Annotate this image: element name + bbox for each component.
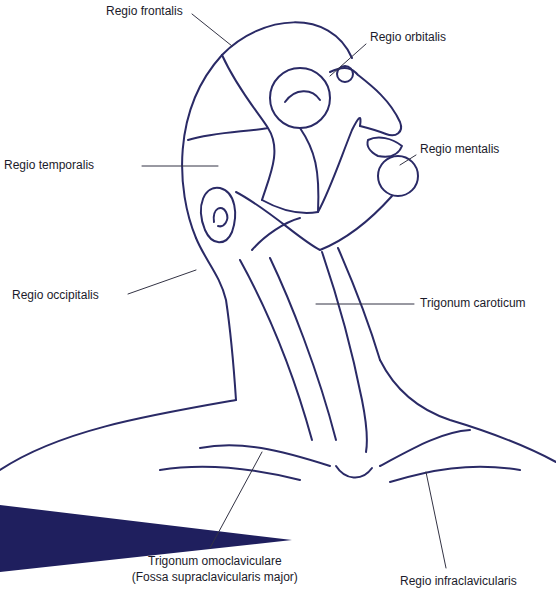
orbit-region (270, 68, 330, 128)
eye (285, 91, 320, 102)
region-label: Regio infraclavicularis (400, 574, 517, 588)
region-label: Trigonum omoclaviculare (148, 554, 282, 568)
mouth (367, 138, 402, 157)
region-label: Regio occipitalis (12, 288, 99, 302)
region-border (252, 218, 300, 250)
nose (330, 68, 401, 135)
leader-line (330, 44, 366, 76)
muscle-outline (240, 258, 336, 440)
skull-outline (182, 22, 352, 238)
region-label: Regio temporalis (4, 158, 94, 172)
leader-line (192, 14, 232, 46)
region-border (188, 55, 274, 200)
region-label: Trigonum caroticum (420, 296, 526, 310)
region-label: (Fossa supraclavicularis major) (132, 570, 298, 584)
shoulder-outline (380, 360, 556, 462)
region-label: Regio frontalis (106, 4, 183, 18)
brow (337, 66, 353, 82)
jaw-line (236, 192, 392, 250)
neck-outline (196, 238, 236, 400)
leader-line (128, 270, 196, 294)
leader-line (142, 166, 218, 167)
region-border (262, 200, 318, 213)
leader-line (426, 472, 446, 568)
leader-line (400, 155, 416, 165)
leader-line (316, 304, 414, 305)
region-border (300, 118, 361, 212)
clavicle (200, 430, 470, 466)
shadow-wedge (0, 505, 292, 572)
ear (214, 208, 228, 226)
chin-region (378, 156, 418, 196)
region-border (160, 467, 520, 482)
shoulder-outline (0, 400, 236, 470)
region-label: Regio mentalis (420, 142, 499, 156)
ear (201, 188, 235, 243)
neck-front (322, 252, 367, 452)
leader-line (210, 452, 262, 548)
region-label: Regio orbitalis (370, 30, 446, 44)
jugular-notch (336, 466, 372, 478)
